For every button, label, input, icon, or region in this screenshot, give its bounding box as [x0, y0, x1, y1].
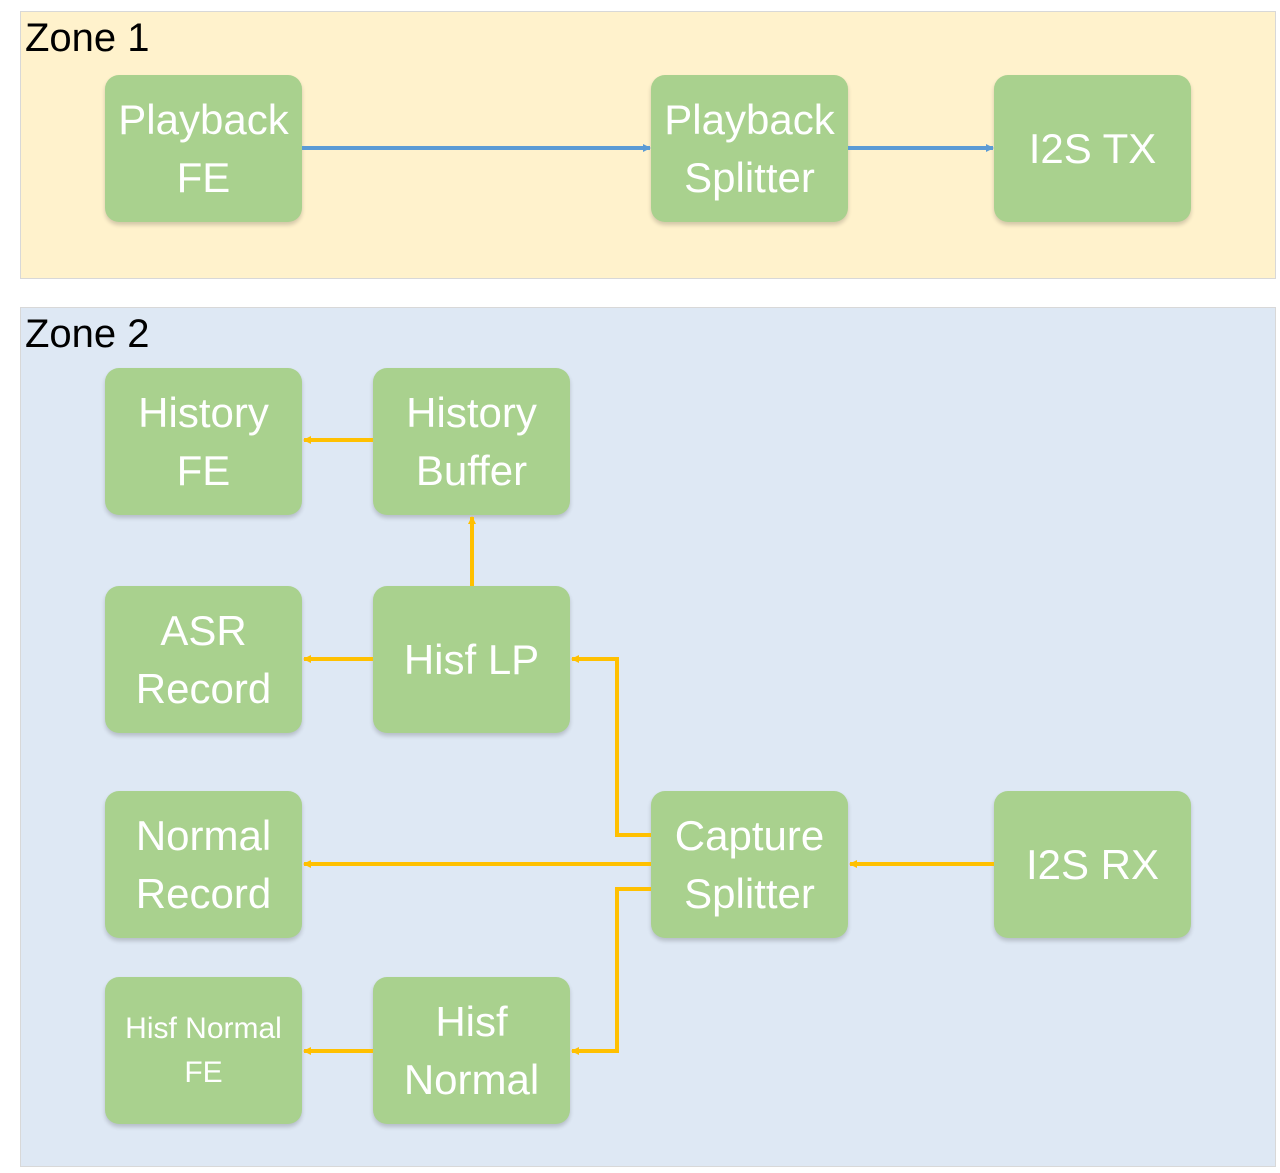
asr-record-node[interactable]: ASR Record	[105, 586, 302, 733]
i2s-tx-node[interactable]: I2S TX	[994, 75, 1191, 222]
hisf-normal-fe-node[interactable]: Hisf Normal FE	[105, 977, 302, 1124]
capture-splitter-node[interactable]: Capture Splitter	[651, 791, 848, 938]
playback-splitter-node[interactable]: Playback Splitter	[651, 75, 848, 222]
zone-1-label: Zone 1	[25, 16, 150, 60]
history-fe-node[interactable]: History FE	[105, 368, 302, 515]
playback-fe-node[interactable]: Playback FE	[105, 75, 302, 222]
hisf-normal-node[interactable]: Hisf Normal	[373, 977, 570, 1124]
normal-record-node[interactable]: Normal Record	[105, 791, 302, 938]
hisf-lp-node[interactable]: Hisf LP	[373, 586, 570, 733]
i2s-rx-node[interactable]: I2S RX	[994, 791, 1191, 938]
zone-2-label: Zone 2	[25, 312, 150, 356]
history-buffer-node[interactable]: History Buffer	[373, 368, 570, 515]
